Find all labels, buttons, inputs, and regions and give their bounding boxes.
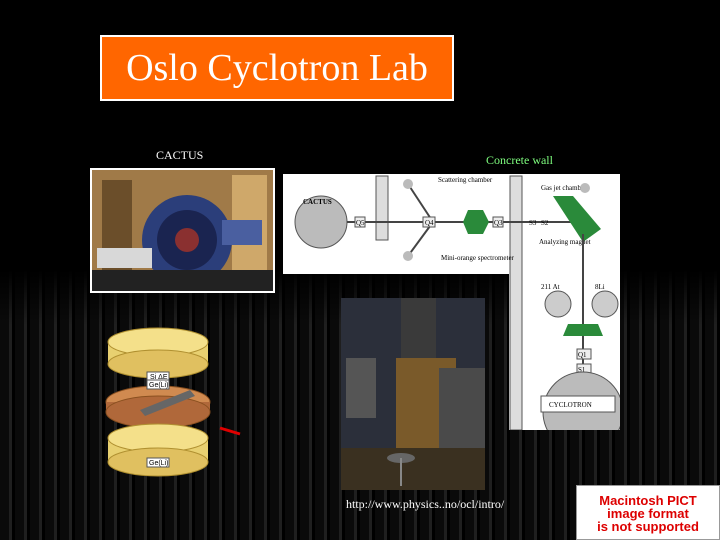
svg-text:Q4: Q4 <box>425 219 434 227</box>
svg-text:Analyzing magnet: Analyzing magnet <box>539 238 591 246</box>
svg-text:S1: S1 <box>578 366 586 374</box>
svg-text:Q5: Q5 <box>356 219 365 227</box>
source-url[interactable]: http://www.physics..no/ocl/intro/ <box>346 497 505 511</box>
pict-placeholder: Macintosh PICT image format is not suppo… <box>576 485 720 540</box>
diagram-cyclotron-text: CYCLOTRON <box>549 401 592 409</box>
detector-mid-label: Ge(Li) <box>149 382 168 389</box>
diagram-cactus-text: CACTUS <box>303 198 332 206</box>
cactus-label: CACTUS <box>156 148 204 162</box>
svg-text:8Li: 8Li <box>595 283 605 291</box>
cactus-photo <box>90 168 275 293</box>
svg-text:S2: S2 <box>541 219 549 227</box>
svg-text:S3: S3 <box>529 219 537 227</box>
svg-text:211 At: 211 At <box>541 283 560 291</box>
detector-bottom-label: Ge(Li) <box>149 460 168 467</box>
concrete-wall-label: Concrete wall <box>486 153 553 167</box>
lab-photo <box>341 298 485 490</box>
svg-text:Q1: Q1 <box>578 351 587 359</box>
detector-schematic: Si ΔE Ge(Li) Ge(Li) <box>100 320 310 490</box>
beamline-diagram: CACTUS Scattering chamber Mini-orange sp… <box>283 174 620 430</box>
detector-top-label: Si ΔE <box>150 374 168 381</box>
slide-title: Oslo Cyclotron Lab <box>100 35 454 101</box>
pict-line-2: image format <box>607 506 689 521</box>
pict-line-3: is not supported <box>597 519 699 534</box>
pict-line-1: Macintosh PICT <box>599 493 697 508</box>
svg-text:Scattering chamber: Scattering chamber <box>438 176 493 184</box>
svg-text:Mini-orange spectrometer: Mini-orange spectrometer <box>441 254 515 262</box>
svg-text:Q3: Q3 <box>494 219 503 227</box>
svg-text:Gas jet chamber: Gas jet chamber <box>541 184 587 192</box>
